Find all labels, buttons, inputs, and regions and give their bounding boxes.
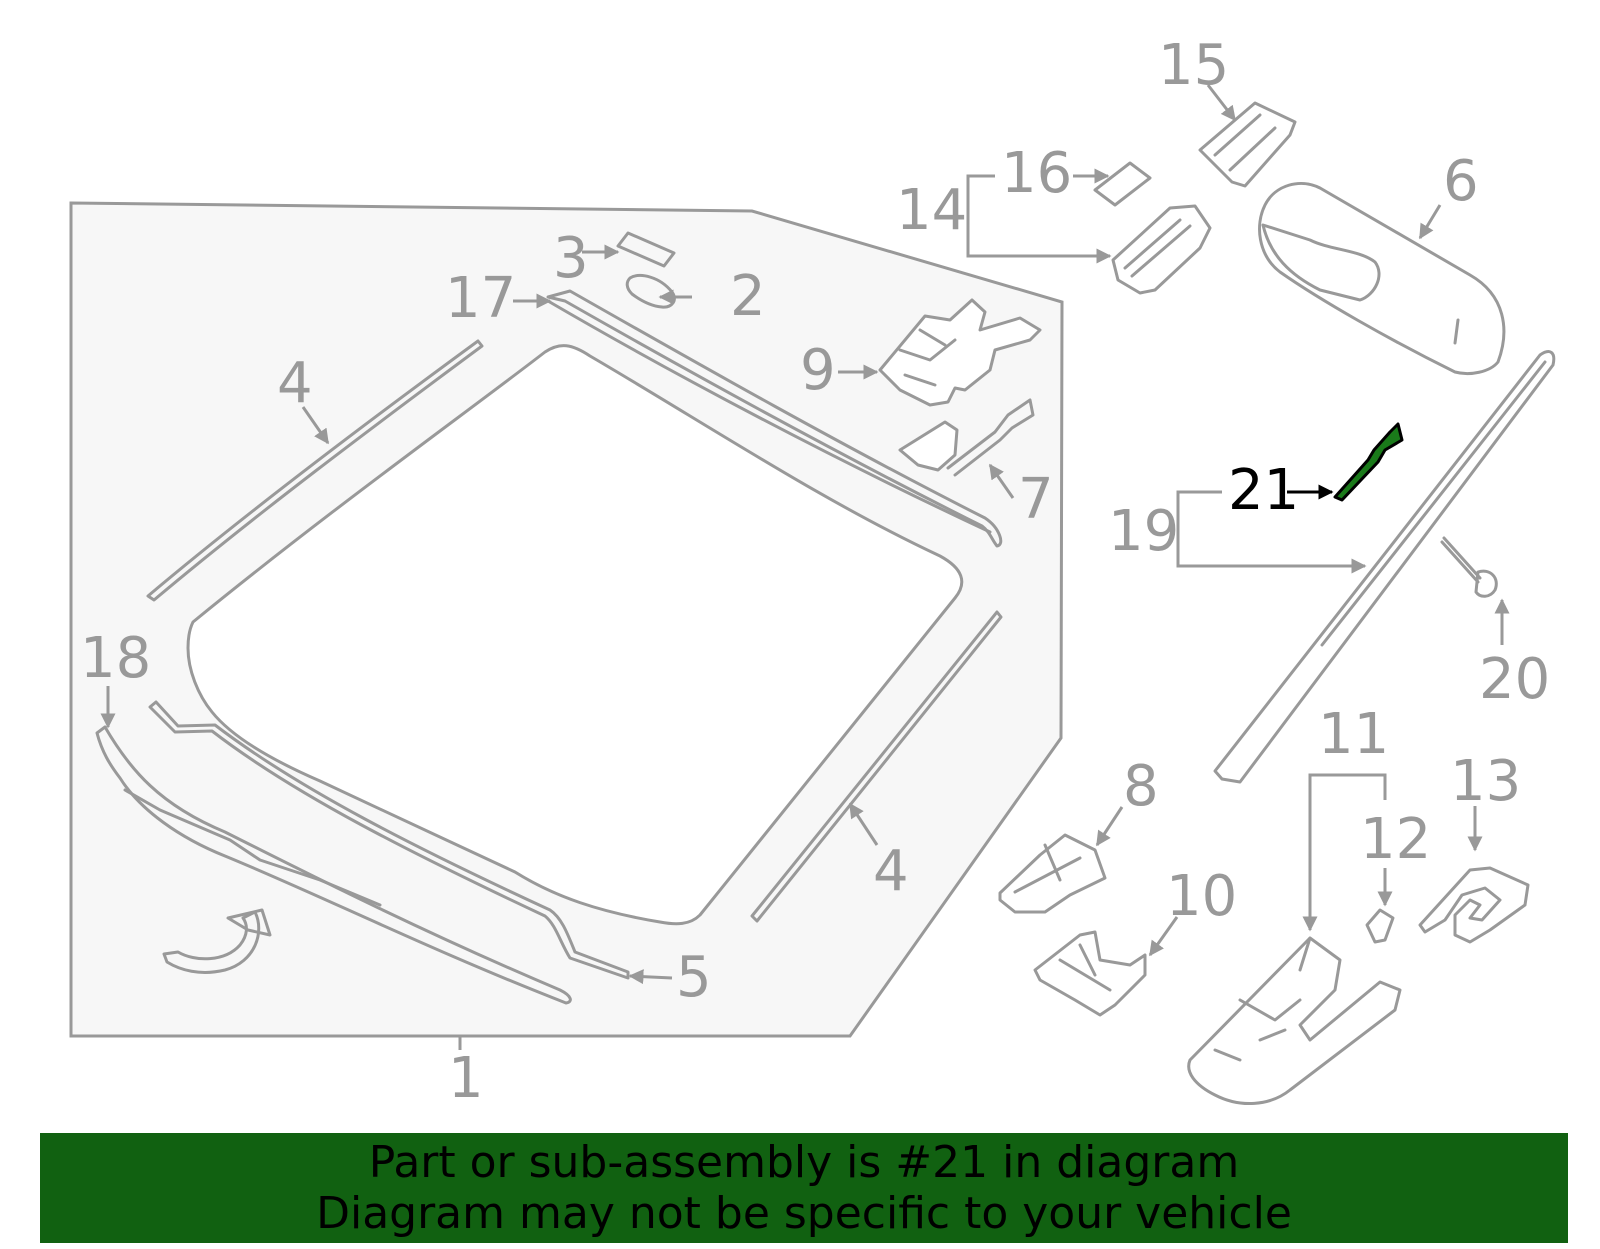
part-17-top-moulding xyxy=(546,289,1003,548)
part-5-lower-moulding xyxy=(148,700,630,980)
label-1: 1 xyxy=(448,1046,484,1111)
label-16: 16 xyxy=(1001,141,1072,206)
info-banner: Part or sub-assembly is #21 in diagram D… xyxy=(40,1133,1568,1243)
banner-line-1: Part or sub-assembly is #21 in diagram xyxy=(368,1137,1240,1188)
label-19: 19 xyxy=(1108,499,1179,564)
label-18: 18 xyxy=(80,626,151,691)
part-15-detail xyxy=(1213,113,1277,172)
part-14-detail xyxy=(1123,218,1192,278)
part-19-inner-line xyxy=(1320,360,1547,647)
label-8: 8 xyxy=(1123,754,1159,819)
part-10-bracket xyxy=(1033,930,1147,1017)
label-14: 14 xyxy=(896,178,967,243)
part-18-detail xyxy=(123,788,382,907)
label-7: 7 xyxy=(1018,467,1054,532)
label-10: 10 xyxy=(1166,864,1237,929)
part-10-detail xyxy=(1058,943,1112,992)
label-20: 20 xyxy=(1479,647,1550,712)
label-4-right: 4 xyxy=(873,839,909,904)
part-2-clip xyxy=(625,274,676,309)
part-8-detail xyxy=(1013,843,1082,894)
part-11-detail xyxy=(1213,936,1312,1062)
part-7-sensor xyxy=(898,420,959,472)
part-17-inner-line xyxy=(546,299,992,534)
part-3-pad xyxy=(616,231,676,268)
part-6-mount xyxy=(1261,223,1381,302)
part-7-cable xyxy=(946,398,1035,477)
part-13-bracket xyxy=(1418,866,1530,944)
part-6-detail xyxy=(1453,318,1460,345)
part-15-cover xyxy=(1198,101,1297,188)
label-9: 9 xyxy=(800,338,836,403)
part-20-head xyxy=(1474,569,1498,598)
label-3: 3 xyxy=(553,226,589,291)
label-12: 12 xyxy=(1360,807,1431,872)
harness-clip xyxy=(226,908,272,937)
banner-line-2: Diagram may not be specific to your vehi… xyxy=(316,1188,1292,1239)
part-21-highlighted xyxy=(1333,422,1404,502)
part-18-cowl xyxy=(95,725,572,1005)
label-6: 6 xyxy=(1443,149,1479,214)
part-16-pad xyxy=(1093,161,1152,207)
harness-bracket xyxy=(162,910,261,974)
part-4-left-moulding xyxy=(146,339,484,602)
part-12-clip xyxy=(1365,908,1395,944)
leader-lines xyxy=(100,84,1510,1050)
part-11-housing xyxy=(1187,936,1402,1105)
part-9-detail xyxy=(898,328,957,387)
label-15: 15 xyxy=(1158,33,1229,98)
label-21-highlighted: 21 xyxy=(1228,458,1299,523)
windshield-glass xyxy=(186,344,964,926)
part-20-screw xyxy=(1440,536,1482,584)
label-13: 13 xyxy=(1450,749,1521,814)
part-4-right-moulding xyxy=(750,610,1003,923)
label-17: 17 xyxy=(445,266,516,331)
label-11: 11 xyxy=(1318,702,1389,767)
part-19-trim xyxy=(1213,350,1556,784)
label-5: 5 xyxy=(676,945,712,1010)
label-4-left: 4 xyxy=(277,351,313,416)
label-2: 2 xyxy=(730,264,766,329)
part-6-mirror xyxy=(1258,182,1506,376)
